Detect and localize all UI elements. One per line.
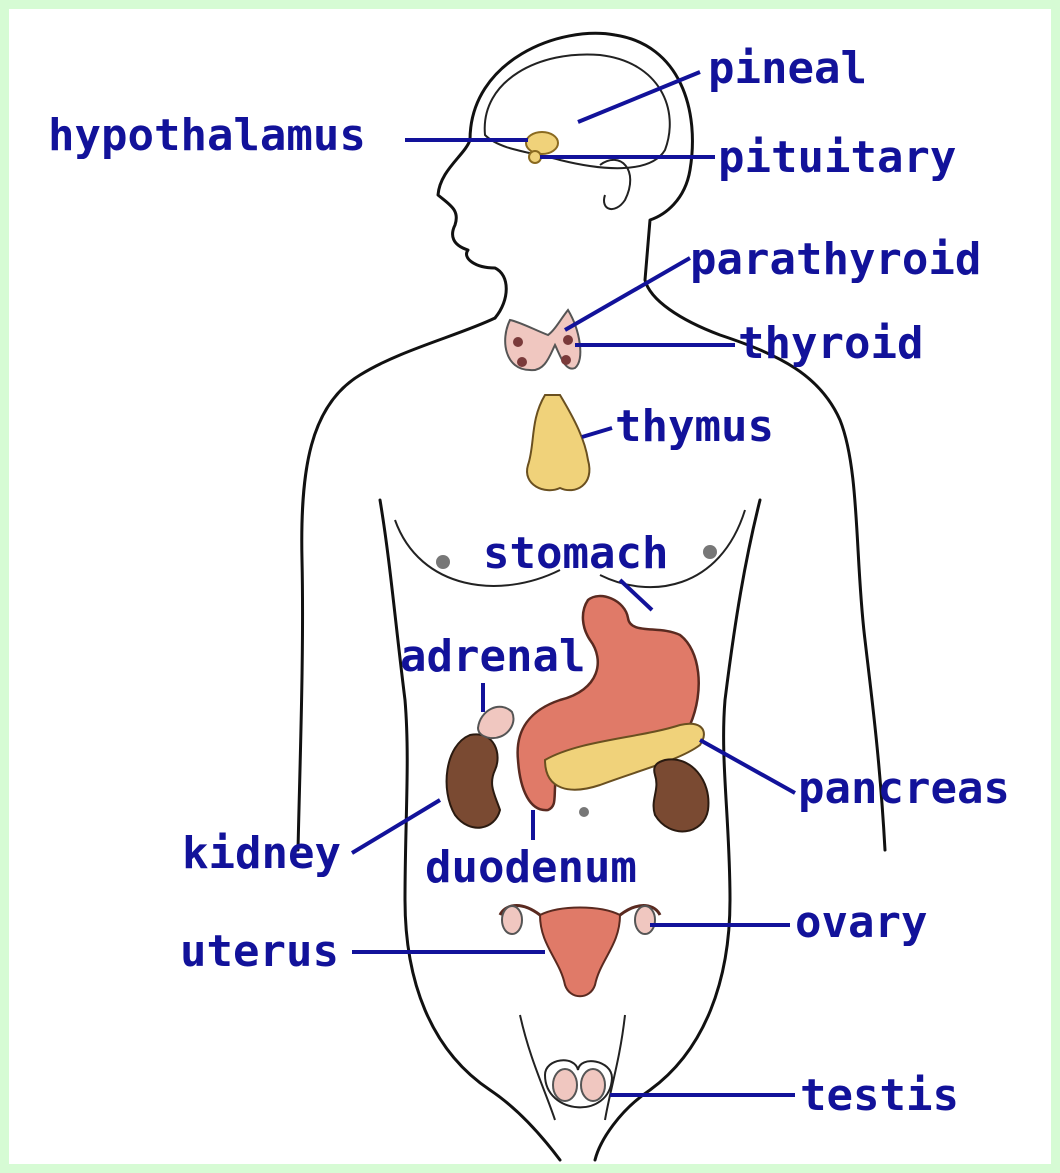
label-duodenum: duodenum [425,842,637,893]
label-testis: testis [800,1070,959,1121]
label-pituitary: pituitary [718,132,956,183]
label-thyroid: thyroid [738,318,923,369]
testis-organ [545,1060,612,1107]
pituitary-gland [529,151,541,163]
hypothalamus-gland [526,132,558,154]
label-hypothalamus: hypothalamus [48,110,366,161]
label-kidney: kidney [182,828,341,879]
thyroid-gland [505,310,580,370]
thymus-gland [527,395,589,490]
label-ovary: ovary [795,897,927,948]
label-pineal: pineal [708,43,867,94]
label-pancreas: pancreas [798,763,1010,814]
label-adrenal: adrenal [400,631,585,682]
label-uterus: uterus [180,926,339,977]
label-stomach: stomach [483,528,668,579]
label-thymus: thymus [615,401,774,452]
label-parathyroid: parathyroid [690,234,981,285]
